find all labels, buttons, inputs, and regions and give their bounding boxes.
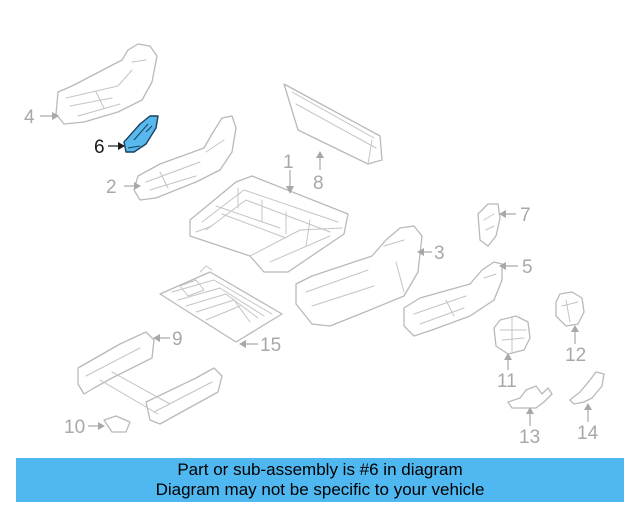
part-1-seat-frame[interactable] (189, 175, 349, 273)
callout-15[interactable]: 15 (239, 335, 281, 356)
callout-13[interactable]: 13 (519, 407, 540, 448)
part-9-cushion-frame[interactable] (77, 331, 223, 425)
svg-text:5: 5 (522, 257, 533, 278)
part-5-switch-cover[interactable] (403, 261, 503, 337)
callout-6[interactable]: 6 (94, 137, 125, 158)
part-4-outer-shield[interactable] (55, 43, 158, 125)
part-6-highlighted[interactable] (123, 115, 159, 153)
callout-5[interactable]: 5 (499, 257, 533, 278)
caption-line-2: Diagram may not be specific to your vehi… (155, 480, 485, 499)
callout-1[interactable]: 1 (283, 152, 294, 194)
callout-9[interactable]: 9 (153, 329, 183, 350)
callout-14[interactable]: 14 (577, 403, 599, 444)
svg-text:3: 3 (434, 243, 445, 264)
svg-text:8: 8 (313, 173, 324, 194)
part-8-back-panel[interactable] (283, 83, 383, 165)
callout-12[interactable]: 12 (565, 325, 586, 366)
svg-text:11: 11 (497, 371, 517, 392)
part-2-inner-shield[interactable] (133, 115, 237, 201)
svg-text:7: 7 (520, 205, 531, 226)
part-3-side-trim[interactable] (295, 225, 423, 327)
part-13-bracket[interactable] (507, 385, 553, 409)
callout-11[interactable]: 11 (497, 353, 517, 392)
svg-text:13: 13 (519, 427, 540, 448)
svg-text:2: 2 (106, 177, 117, 198)
svg-text:6: 6 (94, 137, 105, 158)
callout-8[interactable]: 8 (313, 151, 324, 194)
svg-text:10: 10 (64, 417, 85, 438)
callout-2[interactable]: 2 (106, 177, 141, 198)
svg-text:12: 12 (565, 345, 586, 366)
svg-text:1: 1 (283, 152, 294, 173)
svg-text:4: 4 (24, 107, 35, 128)
callout-10[interactable]: 10 (64, 417, 105, 438)
part-10-clip[interactable] (103, 415, 131, 433)
caption-line-1: Part or sub-assembly is #6 in diagram (177, 460, 463, 479)
callout-7[interactable]: 7 (499, 205, 531, 226)
part-14-bracket[interactable] (569, 371, 605, 405)
part-11-knob[interactable] (493, 315, 531, 355)
part-7-cover[interactable] (477, 203, 501, 247)
part-12-knob-cap[interactable] (555, 291, 585, 327)
svg-text:9: 9 (172, 329, 183, 350)
callout-3[interactable]: 3 (417, 243, 445, 264)
caption-banner: Part or sub-assembly is #6 in diagram Di… (16, 458, 624, 502)
svg-text:15: 15 (260, 335, 281, 356)
svg-text:14: 14 (577, 423, 599, 444)
callout-4[interactable]: 4 (24, 107, 59, 128)
part-15-spring-mat[interactable] (159, 265, 283, 343)
